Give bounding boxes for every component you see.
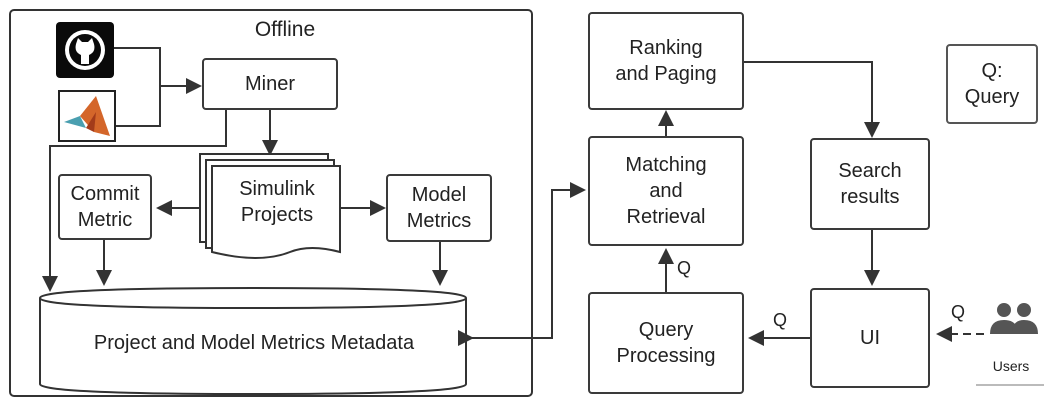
model-metrics-node: Model Metrics (386, 174, 492, 242)
github-icon (56, 22, 114, 78)
edge-label-q: Q (676, 258, 691, 278)
matlab-icon (58, 90, 116, 142)
users-icon (984, 298, 1044, 338)
users-underline (976, 384, 1044, 386)
edge-label-q: Q (772, 310, 787, 330)
offline-title: Offline (254, 18, 316, 41)
users-label: Users (992, 358, 1030, 374)
search-results-node: Search results (810, 138, 930, 230)
commit-metric-node: Commit Metric (58, 174, 152, 240)
simulink-projects-stack (199, 153, 341, 259)
query-processing-node: Query Processing (588, 292, 744, 394)
ui-node: UI (810, 288, 930, 388)
matching-retrieval-node: Matching and Retrieval (588, 136, 744, 246)
edge-label-q: Q (950, 302, 965, 322)
simulink-projects-label: Simulink Projects (239, 178, 315, 226)
metadata-label: Project and Model Metrics Metadata (93, 332, 415, 354)
metadata-cylinder (39, 286, 467, 396)
ranking-paging-node: Ranking and Paging (588, 12, 744, 110)
query-legend: Q: Query (946, 44, 1038, 124)
miner-node: Miner (202, 58, 338, 110)
